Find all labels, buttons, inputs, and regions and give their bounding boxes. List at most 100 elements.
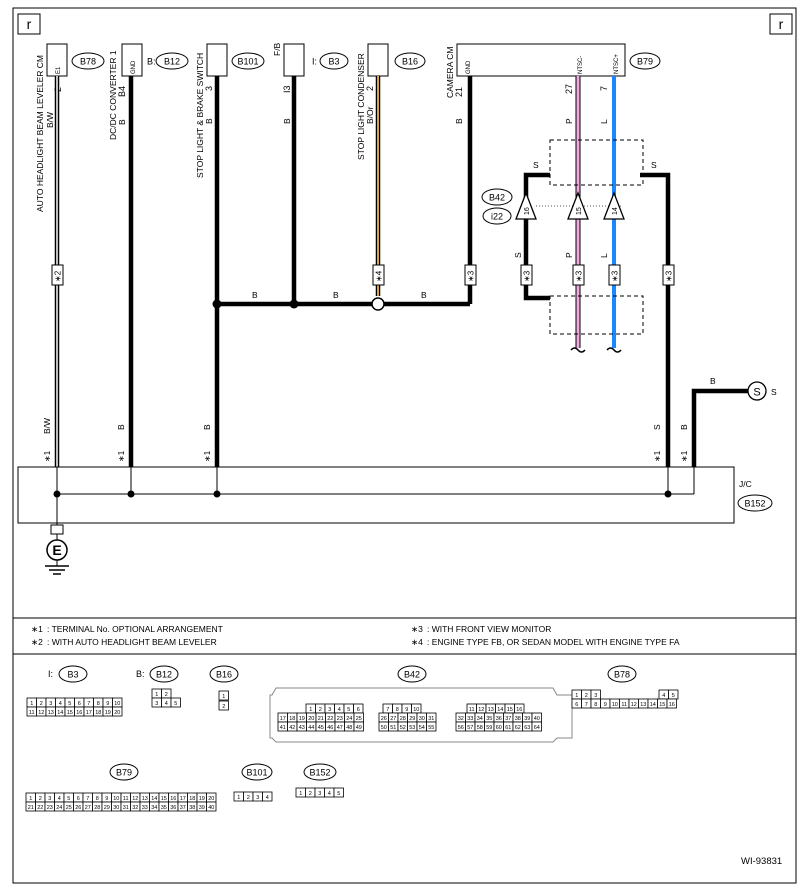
svg-text:11: 11 <box>621 702 627 708</box>
junction-connector-box <box>17 466 735 524</box>
camera-cm-box <box>456 43 626 77</box>
cv-b101-badge <box>241 763 273 781</box>
svg-text:2: 2 <box>39 796 42 802</box>
svg-text:30: 30 <box>419 716 425 722</box>
svg-text:31: 31 <box>428 716 434 722</box>
cv-b79-pin-11: 11 <box>120 792 131 803</box>
connector-B3-label: B3 <box>328 57 339 67</box>
cv-b3-pin-18: 18 <box>93 706 104 717</box>
svg-text:1: 1 <box>237 795 240 801</box>
wire-break-p <box>570 347 586 353</box>
svg-text:46: 46 <box>327 725 333 731</box>
svg-text:11: 11 <box>469 707 475 713</box>
cv-b79-pin-12: 12 <box>130 792 141 803</box>
harness-triangle-14: 14 <box>603 191 625 220</box>
connector-B79-label: B79 <box>637 57 653 67</box>
svg-text:3: 3 <box>594 693 597 699</box>
svg-text:12: 12 <box>631 702 637 708</box>
jc-wire-s: S <box>652 424 662 430</box>
cv-b78-pin-1: 1 <box>571 689 582 700</box>
jc-star1-e: ∗1 <box>680 450 689 462</box>
connector-B79-badge <box>629 52 661 70</box>
svg-text:59: 59 <box>486 725 492 731</box>
svg-text:25: 25 <box>356 716 362 722</box>
stop-switch-box <box>206 43 228 77</box>
note-2-text: : WITH AUTO HEADLIGHT BEAM LEVELER <box>47 637 217 647</box>
svg-text:4: 4 <box>662 693 665 699</box>
cv-b42-pin-54: 54 <box>416 721 427 732</box>
cv-b42-pin-48: 48 <box>344 721 355 732</box>
svg-text:48: 48 <box>346 725 352 731</box>
cv-b79-pin-26: 26 <box>73 801 84 812</box>
svg-text:42: 42 <box>289 725 295 731</box>
cv-b3-prefix: I: <box>48 669 53 679</box>
svg-text:1: 1 <box>29 796 32 802</box>
connector-B12-label: B12 <box>164 57 180 67</box>
cv-b78-pin-7: 7 <box>581 698 592 709</box>
jc-node-2 <box>127 490 135 498</box>
svg-text:10: 10 <box>113 796 119 802</box>
fb-box <box>283 43 305 77</box>
svg-text:1: 1 <box>299 791 302 797</box>
cv-b42-pin-6: 6 <box>353 703 364 714</box>
shield-wire-right <box>640 172 671 467</box>
svg-text:26: 26 <box>381 716 387 722</box>
svg-text:4: 4 <box>266 795 269 801</box>
svg-text:20: 20 <box>308 716 314 722</box>
cv-b78-pin-14: 14 <box>647 698 658 709</box>
svg-text:40: 40 <box>208 805 214 811</box>
cv-b42-pin-63: 63 <box>522 721 533 732</box>
svg-text:28: 28 <box>400 716 406 722</box>
svg-text:19: 19 <box>199 796 205 802</box>
svg-text:58: 58 <box>477 725 483 731</box>
svg-text:28: 28 <box>94 805 100 811</box>
connector-B101-badge <box>231 52 265 70</box>
cv-b12-prefix: B: <box>136 669 145 679</box>
svg-text:22: 22 <box>37 805 43 811</box>
svg-text:30: 30 <box>113 805 119 811</box>
cv-b42-pin-56: 56 <box>455 721 466 732</box>
svg-text:50: 50 <box>381 725 387 731</box>
cv-b3-pin-3: 3 <box>45 697 56 708</box>
cv-b78-pin-13: 13 <box>638 698 649 709</box>
cv-b3-pin-11: 11 <box>26 706 37 717</box>
svg-text:33: 33 <box>142 805 148 811</box>
cv-b79-pin-40: 40 <box>206 801 217 812</box>
svg-text:60: 60 <box>496 725 502 731</box>
svg-text:5: 5 <box>174 701 177 707</box>
svg-text:10: 10 <box>612 702 618 708</box>
cv-b42-pin-26: 26 <box>378 712 389 723</box>
svg-text:∗2: ∗2 <box>54 270 63 282</box>
connector-B101-label: B101 <box>237 57 258 67</box>
svg-text:6: 6 <box>78 701 81 707</box>
connector-B78-badge <box>71 52 105 70</box>
cv-b79-pin-23: 23 <box>44 801 55 812</box>
svg-text:35: 35 <box>486 716 492 722</box>
cv-b42-pin-39: 39 <box>522 712 533 723</box>
svg-text:12: 12 <box>132 796 138 802</box>
dcdc-prefix: B: <box>147 57 156 67</box>
connector-B152-label: B152 <box>744 499 765 509</box>
svg-text:17: 17 <box>86 710 92 716</box>
svg-text:64: 64 <box>534 725 540 731</box>
svg-text:2: 2 <box>165 692 168 698</box>
cv-b42-pin-25: 25 <box>353 712 364 723</box>
svg-text:43: 43 <box>299 725 305 731</box>
note-3-text: : WITH FRONT VIEW MONITOR <box>427 624 551 634</box>
svg-text:31: 31 <box>123 805 129 811</box>
cv-b79-pin-18: 18 <box>187 792 198 803</box>
cv-b79-pin-8: 8 <box>92 792 103 803</box>
cv-b79-pin-21: 21 <box>25 801 36 812</box>
note-3-mark: ∗3 <box>411 624 423 634</box>
jc-star1-b: ∗1 <box>117 450 126 462</box>
svg-text:∗3: ∗3 <box>665 270 674 282</box>
cv-b79-pin-24: 24 <box>54 801 65 812</box>
beam-leveler-name: AUTO HEADLIGHT BEAM LEVELER CM <box>35 55 45 212</box>
svg-text:18: 18 <box>289 716 295 722</box>
cv-b42-pin-52: 52 <box>397 721 408 732</box>
svg-text:41: 41 <box>280 725 286 731</box>
svg-text:32: 32 <box>458 716 464 722</box>
svg-text:8: 8 <box>594 702 597 708</box>
svg-text:24: 24 <box>56 805 62 811</box>
